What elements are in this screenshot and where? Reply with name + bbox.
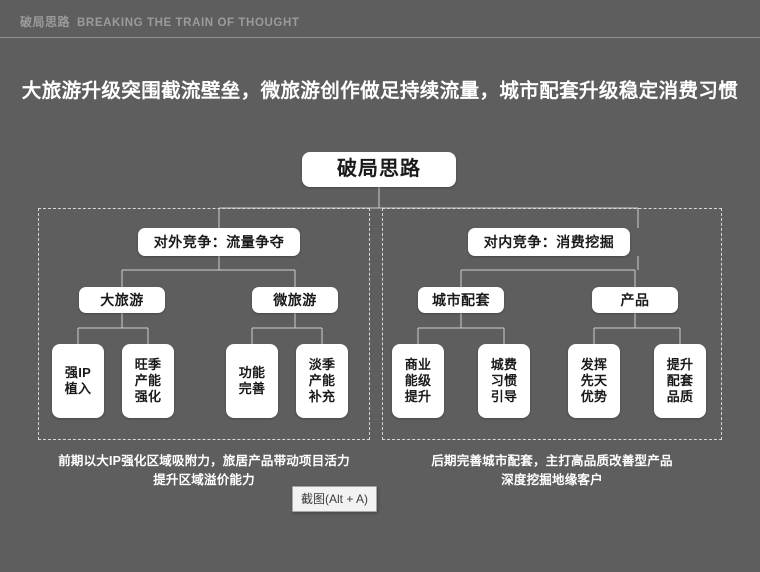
- node-leaf-commercial-upgrade-text: 商业 能级 提升: [405, 357, 432, 406]
- leaf-line: 城费: [490, 356, 518, 372]
- node-micro-tourism-label: 微旅游: [273, 291, 317, 308]
- group-frame-internal-competition: [382, 208, 722, 440]
- header-title-cn: 破局思路: [20, 15, 71, 29]
- node-big-tourism-label: 大旅游: [100, 291, 144, 308]
- slide-header-title-group: 破局思路 BREAKING THE TRAIN OF THOUGHT: [20, 13, 300, 30]
- group-frame-external-competition: [38, 208, 370, 440]
- leaf-line: 提升: [666, 356, 694, 372]
- node-internal-competition-label: 对内竞争：消费挖掘: [483, 233, 615, 250]
- leaf-line: 发挥: [580, 356, 608, 372]
- node-leaf-spending-habit-guidance[interactable]: 城费 习惯 引导: [478, 344, 530, 418]
- leaf-line: 提升: [404, 389, 432, 405]
- node-city-facilities[interactable]: 城市配套: [418, 287, 504, 313]
- node-external-competition[interactable]: 对外竞争：流量争夺: [138, 228, 300, 256]
- leaf-line: 强IP: [64, 364, 92, 380]
- caption-late-phase: 后期完善城市配套，主打高品质改善型产品 深度挖掘地缘客户: [382, 452, 722, 490]
- node-root-breaking-thought[interactable]: 破局思路: [302, 152, 456, 187]
- header-title-en: BREAKING THE TRAIN OF THOUGHT: [77, 17, 300, 29]
- leaf-line: 补充: [308, 389, 336, 405]
- leaf-line: 引导: [490, 389, 518, 405]
- leaf-line: 配套: [666, 372, 694, 388]
- node-leaf-peak-season-capacity[interactable]: 旺季 产能 强化: [122, 344, 174, 418]
- node-leaf-offseason-capacity-text: 淡季 产能 补充: [309, 357, 336, 406]
- node-city-facilities-label: 城市配套: [432, 291, 490, 308]
- caption-early-phase-line2: 提升区域溢价能力: [153, 472, 255, 487]
- node-leaf-function-improvement[interactable]: 功能 完善: [226, 344, 278, 418]
- leaf-line: 植入: [64, 381, 92, 396]
- leaf-line: 淡季: [308, 356, 336, 372]
- node-leaf-function-improvement-text: 功能 完善: [239, 365, 266, 398]
- leaf-line: 先天: [580, 372, 608, 388]
- leaf-line: 功能: [238, 364, 266, 380]
- node-big-tourism[interactable]: 大旅游: [79, 287, 165, 313]
- node-leaf-commercial-upgrade[interactable]: 商业 能级 提升: [392, 344, 444, 418]
- leaf-line: 完善: [238, 381, 266, 396]
- caption-late-phase-line2: 深度挖掘地缘客户: [501, 472, 603, 487]
- slide-header-bar: 破局思路 BREAKING THE TRAIN OF THOUGHT: [0, 0, 760, 38]
- node-leaf-spending-habit-guidance-text: 城费 习惯 引导: [491, 357, 518, 406]
- leaf-line: 产能: [308, 372, 336, 388]
- node-product-label: 产品: [620, 291, 650, 308]
- node-leaf-offseason-capacity[interactable]: 淡季 产能 补充: [296, 344, 348, 418]
- leaf-line: 优势: [580, 389, 608, 405]
- leaf-line: 强化: [134, 389, 162, 405]
- leaf-line: 商业: [404, 356, 432, 372]
- page-title: 大旅游升级突围截流壁垒，微旅游创作做足持续流量，城市配套升级稳定消费习惯: [21, 80, 739, 102]
- node-product[interactable]: 产品: [592, 287, 678, 313]
- caption-late-phase-line1: 后期完善城市配套，主打高品质改善型产品: [431, 454, 673, 468]
- node-leaf-facility-quality-text: 提升 配套 品质: [667, 357, 694, 406]
- node-leaf-natural-advantage[interactable]: 发挥 先天 优势: [568, 344, 620, 418]
- leaf-line: 品质: [666, 389, 694, 405]
- screenshot-tooltip-label: 截图(Alt + A): [301, 492, 369, 506]
- leaf-line: 能级: [404, 372, 432, 388]
- caption-early-phase-line1: 前期以大IP强化区域吸附力，旅居产品带动项目活力: [58, 454, 350, 468]
- node-internal-competition[interactable]: 对内竞争：消费挖掘: [468, 228, 630, 256]
- node-root-label: 破局思路: [337, 157, 421, 180]
- leaf-line: 习惯: [490, 372, 518, 388]
- leaf-line: 产能: [134, 372, 162, 388]
- node-leaf-strong-ip-implant[interactable]: 强IP 植入: [52, 344, 104, 418]
- screenshot-tooltip[interactable]: 截图(Alt + A): [292, 486, 378, 512]
- caption-early-phase: 前期以大IP强化区域吸附力，旅居产品带动项目活力 提升区域溢价能力: [38, 452, 370, 490]
- node-micro-tourism[interactable]: 微旅游: [252, 287, 338, 313]
- node-external-competition-label: 对外竞争：流量争夺: [153, 233, 285, 250]
- node-leaf-strong-ip-implant-text: 强IP 植入: [65, 365, 92, 398]
- node-leaf-natural-advantage-text: 发挥 先天 优势: [581, 357, 608, 406]
- node-leaf-facility-quality[interactable]: 提升 配套 品质: [654, 344, 706, 418]
- leaf-line: 旺季: [134, 356, 162, 372]
- node-leaf-peak-season-capacity-text: 旺季 产能 强化: [135, 357, 162, 406]
